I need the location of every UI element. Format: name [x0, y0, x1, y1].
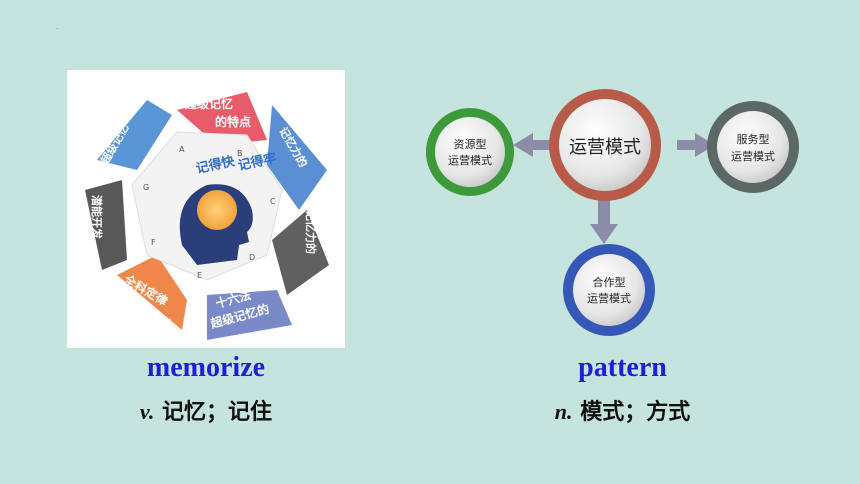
arrow-down — [590, 198, 618, 244]
dot-mark: . — [56, 22, 59, 31]
memory-wheel: 记得快 记得牢 超级记忆 的特点 记忆力的 记忆力的 超级记忆的 十六法 全科定… — [85, 92, 329, 340]
seg-c-label: 记忆力的 — [304, 210, 318, 254]
vocab-pos: n. — [554, 399, 573, 424]
seg-f-label: 潜能开发 — [90, 195, 104, 240]
segment-c — [272, 210, 329, 295]
vocab-meaning: 记忆；记住 — [162, 400, 273, 425]
node-center: 运营模式 — [549, 89, 661, 201]
node-cooperate: 合作型 运营模式 — [563, 244, 655, 336]
vocab-def-pattern: n. 模式；方式 — [505, 394, 740, 426]
segment-g — [97, 100, 172, 170]
letter-e: E — [197, 271, 202, 280]
vocab-meaning: 模式；方式 — [580, 400, 691, 425]
letter-f: F — [151, 238, 156, 247]
seg-a-label: 超级记忆 — [184, 96, 233, 111]
node-cooperate-l1: 合作型 — [593, 275, 626, 289]
vocab-word-memorize: memorize — [146, 352, 266, 383]
center-text-2: 记得牢 — [237, 150, 278, 174]
seg-a-label2: 的特点 — [215, 114, 251, 129]
node-center-label: 运营模式 — [569, 137, 641, 158]
vocab-word-pattern: pattern — [578, 352, 667, 383]
operation-mode-diagram: 资源型 运营模式 运营模式 服务型 运营模式 合作型 运营模式 — [415, 80, 815, 350]
diagram-svg: 资源型 运营模式 运营模式 服务型 运营模式 合作型 运营模式 — [426, 89, 799, 336]
segment-e — [117, 255, 187, 330]
node-service-l1: 服务型 — [737, 132, 770, 146]
segment-b — [267, 105, 327, 210]
letter-g: G — [143, 183, 149, 192]
node-cooperate-l2: 运营模式 — [587, 291, 631, 305]
letter-b: B — [237, 149, 243, 158]
node-resource-l1: 资源型 — [454, 137, 487, 151]
memorize-image: 记得快 记得牢 超级记忆 的特点 记忆力的 记忆力的 超级记忆的 十六法 全科定… — [67, 70, 345, 348]
brain-icon — [197, 190, 237, 230]
letter-c: C — [270, 197, 276, 206]
segment-d — [207, 290, 292, 340]
node-service: 服务型 运营模式 — [707, 101, 799, 193]
node-resource-l2: 运营模式 — [448, 153, 492, 167]
segment-f — [85, 180, 127, 270]
node-resource: 资源型 运营模式 — [426, 108, 514, 196]
arrow-right — [677, 133, 715, 157]
letter-d: D — [249, 253, 255, 262]
vocab-pos: v. — [139, 399, 155, 424]
segment-a — [177, 92, 267, 145]
node-service-l2: 运营模式 — [731, 149, 775, 163]
letter-a: A — [179, 145, 185, 154]
vocab-def-memorize: v. 记忆；记住 — [67, 394, 345, 426]
arrow-left — [513, 133, 555, 157]
